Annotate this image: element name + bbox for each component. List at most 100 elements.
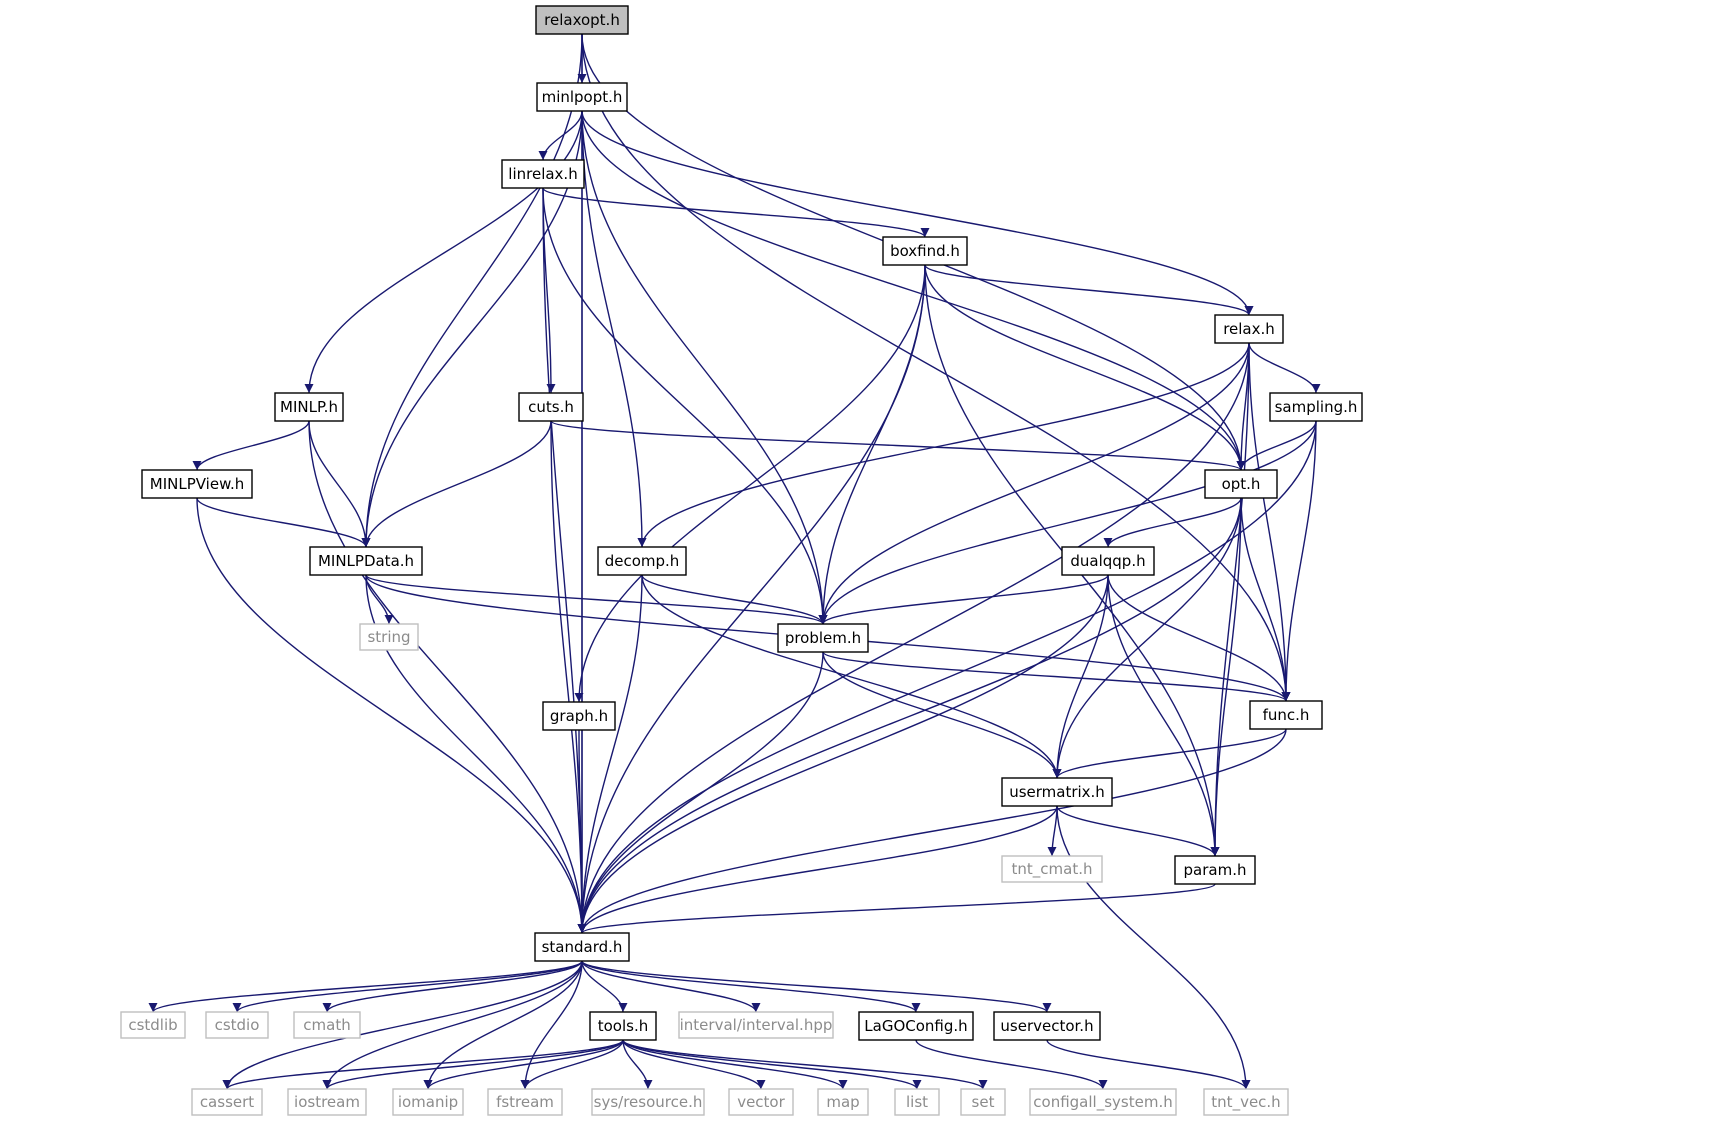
- node-func[interactable]: func.h: [1249, 700, 1323, 730]
- node-label-cstdio: cstdio: [215, 1016, 260, 1034]
- edge-func-to-standard: [577, 728, 1287, 934]
- edge-boxfind-to-opt: [924, 264, 1246, 471]
- node-label-map: map: [826, 1093, 859, 1111]
- node-label-LaGOConfig: LaGOConfig.h: [864, 1017, 967, 1035]
- edge-cuts-to-MINLPData: [361, 420, 552, 548]
- node-box-interval: [678, 1011, 834, 1039]
- edge-tools-to-iostream: [322, 1039, 624, 1090]
- node-decomp[interactable]: decomp.h: [597, 546, 687, 576]
- edge-tools-to-sysresource: [622, 1039, 653, 1090]
- node-label-iomanip: iomanip: [398, 1093, 458, 1111]
- node-sysresource: sys/resource.h: [591, 1088, 705, 1116]
- node-graph[interactable]: graph.h: [542, 701, 616, 731]
- edge-tools-to-list: [622, 1039, 922, 1090]
- edge-tools-to-vector: [622, 1039, 766, 1090]
- node-minlpopt[interactable]: minlpopt.h: [536, 82, 628, 112]
- node-boxfind[interactable]: boxfind.h: [882, 236, 968, 266]
- node-box-string: [359, 623, 419, 651]
- edge-uservector-to-tnt_vec: [1046, 1039, 1251, 1090]
- edge-usermatrix-to-param: [1056, 805, 1220, 857]
- edge-dualqqp-to-problem: [818, 574, 1109, 625]
- node-box-decomp: [597, 546, 687, 576]
- node-set: set: [960, 1088, 1006, 1116]
- edge-opt-to-standard: [577, 497, 1242, 934]
- edge-param-to-standard: [577, 883, 1216, 934]
- edge-dualqqp-to-usermatrix: [1052, 574, 1109, 779]
- node-sampling[interactable]: sampling.h: [1269, 392, 1363, 422]
- edge-relaxopt-to-func: [581, 33, 1291, 702]
- node-interval: interval/interval.hpp: [678, 1011, 834, 1039]
- node-box-standard: [534, 932, 630, 962]
- node-box-relaxopt: [535, 5, 629, 35]
- node-label-configall: configall_system.h: [1033, 1093, 1172, 1112]
- edge-MINLPView-to-MINLPData: [196, 497, 371, 548]
- node-fstream: fstream: [487, 1088, 563, 1116]
- node-box-graph: [542, 701, 616, 731]
- edge-sampling-to-standard: [577, 420, 1317, 934]
- header-nodes: relaxopt.h minlpopt.h linrelax.h boxfind.h r…: [120, 5, 1363, 1116]
- node-standard[interactable]: standard.h: [534, 932, 630, 962]
- node-tools[interactable]: tools.h: [589, 1011, 657, 1041]
- node-box-sysresource: [591, 1088, 705, 1116]
- node-box-cmath: [293, 1011, 361, 1039]
- node-label-interval: interval/interval.hpp: [680, 1016, 833, 1034]
- node-linrelax[interactable]: linrelax.h: [501, 159, 585, 189]
- edge-tools-to-cassert: [222, 1039, 624, 1090]
- edge-standard-to-cmath: [322, 960, 583, 1013]
- node-relaxopt[interactable]: relaxopt.h: [535, 5, 629, 35]
- node-iostream: iostream: [287, 1088, 367, 1116]
- edge-dualqqp-to-standard: [577, 574, 1109, 934]
- edge-relaxopt-to-MINLPData: [361, 33, 583, 548]
- node-MINLPData[interactable]: MINLPData.h: [309, 546, 423, 576]
- node-opt[interactable]: opt.h: [1204, 469, 1278, 499]
- edge-graph-to-standard: [577, 729, 587, 934]
- node-box-uservector: [993, 1011, 1101, 1041]
- edge-standard-to-cassert: [222, 960, 583, 1090]
- edge-linrelax-to-boxfind: [542, 187, 930, 238]
- node-label-dualqqp: dualqqp.h: [1070, 552, 1145, 570]
- edge-sampling-to-func: [1281, 420, 1317, 702]
- edge-dualqqp-to-param: [1107, 574, 1220, 857]
- node-tnt_cmat: tnt_cmat.h: [1001, 855, 1103, 883]
- edge-opt-to-usermatrix: [1052, 497, 1242, 779]
- node-label-cmath: cmath: [303, 1016, 350, 1034]
- node-usermatrix[interactable]: usermatrix.h: [1001, 777, 1113, 807]
- node-label-fstream: fstream: [496, 1093, 554, 1111]
- node-uservector[interactable]: uservector.h: [993, 1011, 1101, 1041]
- edge-minlpopt-to-linrelax: [538, 110, 583, 161]
- node-box-set: [960, 1088, 1006, 1116]
- node-MINLP[interactable]: MINLP.h: [274, 392, 344, 422]
- edge-LaGOConfig-to-configall: [915, 1039, 1108, 1090]
- edge-standard-to-cstdlib: [148, 960, 583, 1013]
- node-box-tnt_vec: [1203, 1088, 1289, 1116]
- edge-boxfind-to-standard: [577, 264, 926, 934]
- edge-tools-to-set: [622, 1039, 988, 1090]
- node-param[interactable]: param.h: [1174, 855, 1256, 885]
- node-box-list: [894, 1088, 940, 1116]
- node-label-iostream: iostream: [294, 1093, 360, 1111]
- node-label-MINLP: MINLP.h: [280, 398, 338, 416]
- node-relax[interactable]: relax.h: [1214, 314, 1284, 344]
- node-dualqqp[interactable]: dualqqp.h: [1061, 546, 1155, 576]
- node-cstdlib: cstdlib: [120, 1011, 186, 1039]
- node-box-minlpopt: [536, 82, 628, 112]
- node-box-relax: [1214, 314, 1284, 344]
- node-LaGOConfig[interactable]: LaGOConfig.h: [858, 1011, 974, 1041]
- node-label-param: param.h: [1184, 861, 1247, 879]
- node-map: map: [817, 1088, 869, 1116]
- edge-standard-to-uservector: [581, 960, 1052, 1013]
- node-label-sampling: sampling.h: [1275, 398, 1358, 416]
- edge-relax-to-standard: [577, 342, 1250, 934]
- node-label-cstdlib: cstdlib: [128, 1016, 177, 1034]
- node-problem[interactable]: problem.h: [777, 623, 869, 653]
- node-MINLPView[interactable]: MINLPView.h: [141, 469, 253, 499]
- node-configall: configall_system.h: [1029, 1088, 1177, 1116]
- node-box-MINLPView: [141, 469, 253, 499]
- node-cuts[interactable]: cuts.h: [518, 392, 584, 422]
- node-label-MINLPData: MINLPData.h: [318, 552, 414, 570]
- edge-relax-to-param: [1210, 342, 1250, 857]
- node-string: string: [359, 623, 419, 651]
- node-label-minlpopt: minlpopt.h: [542, 88, 623, 106]
- edge-decomp-to-standard: [577, 574, 643, 934]
- edge-MINLP-to-MINLPData: [308, 420, 371, 548]
